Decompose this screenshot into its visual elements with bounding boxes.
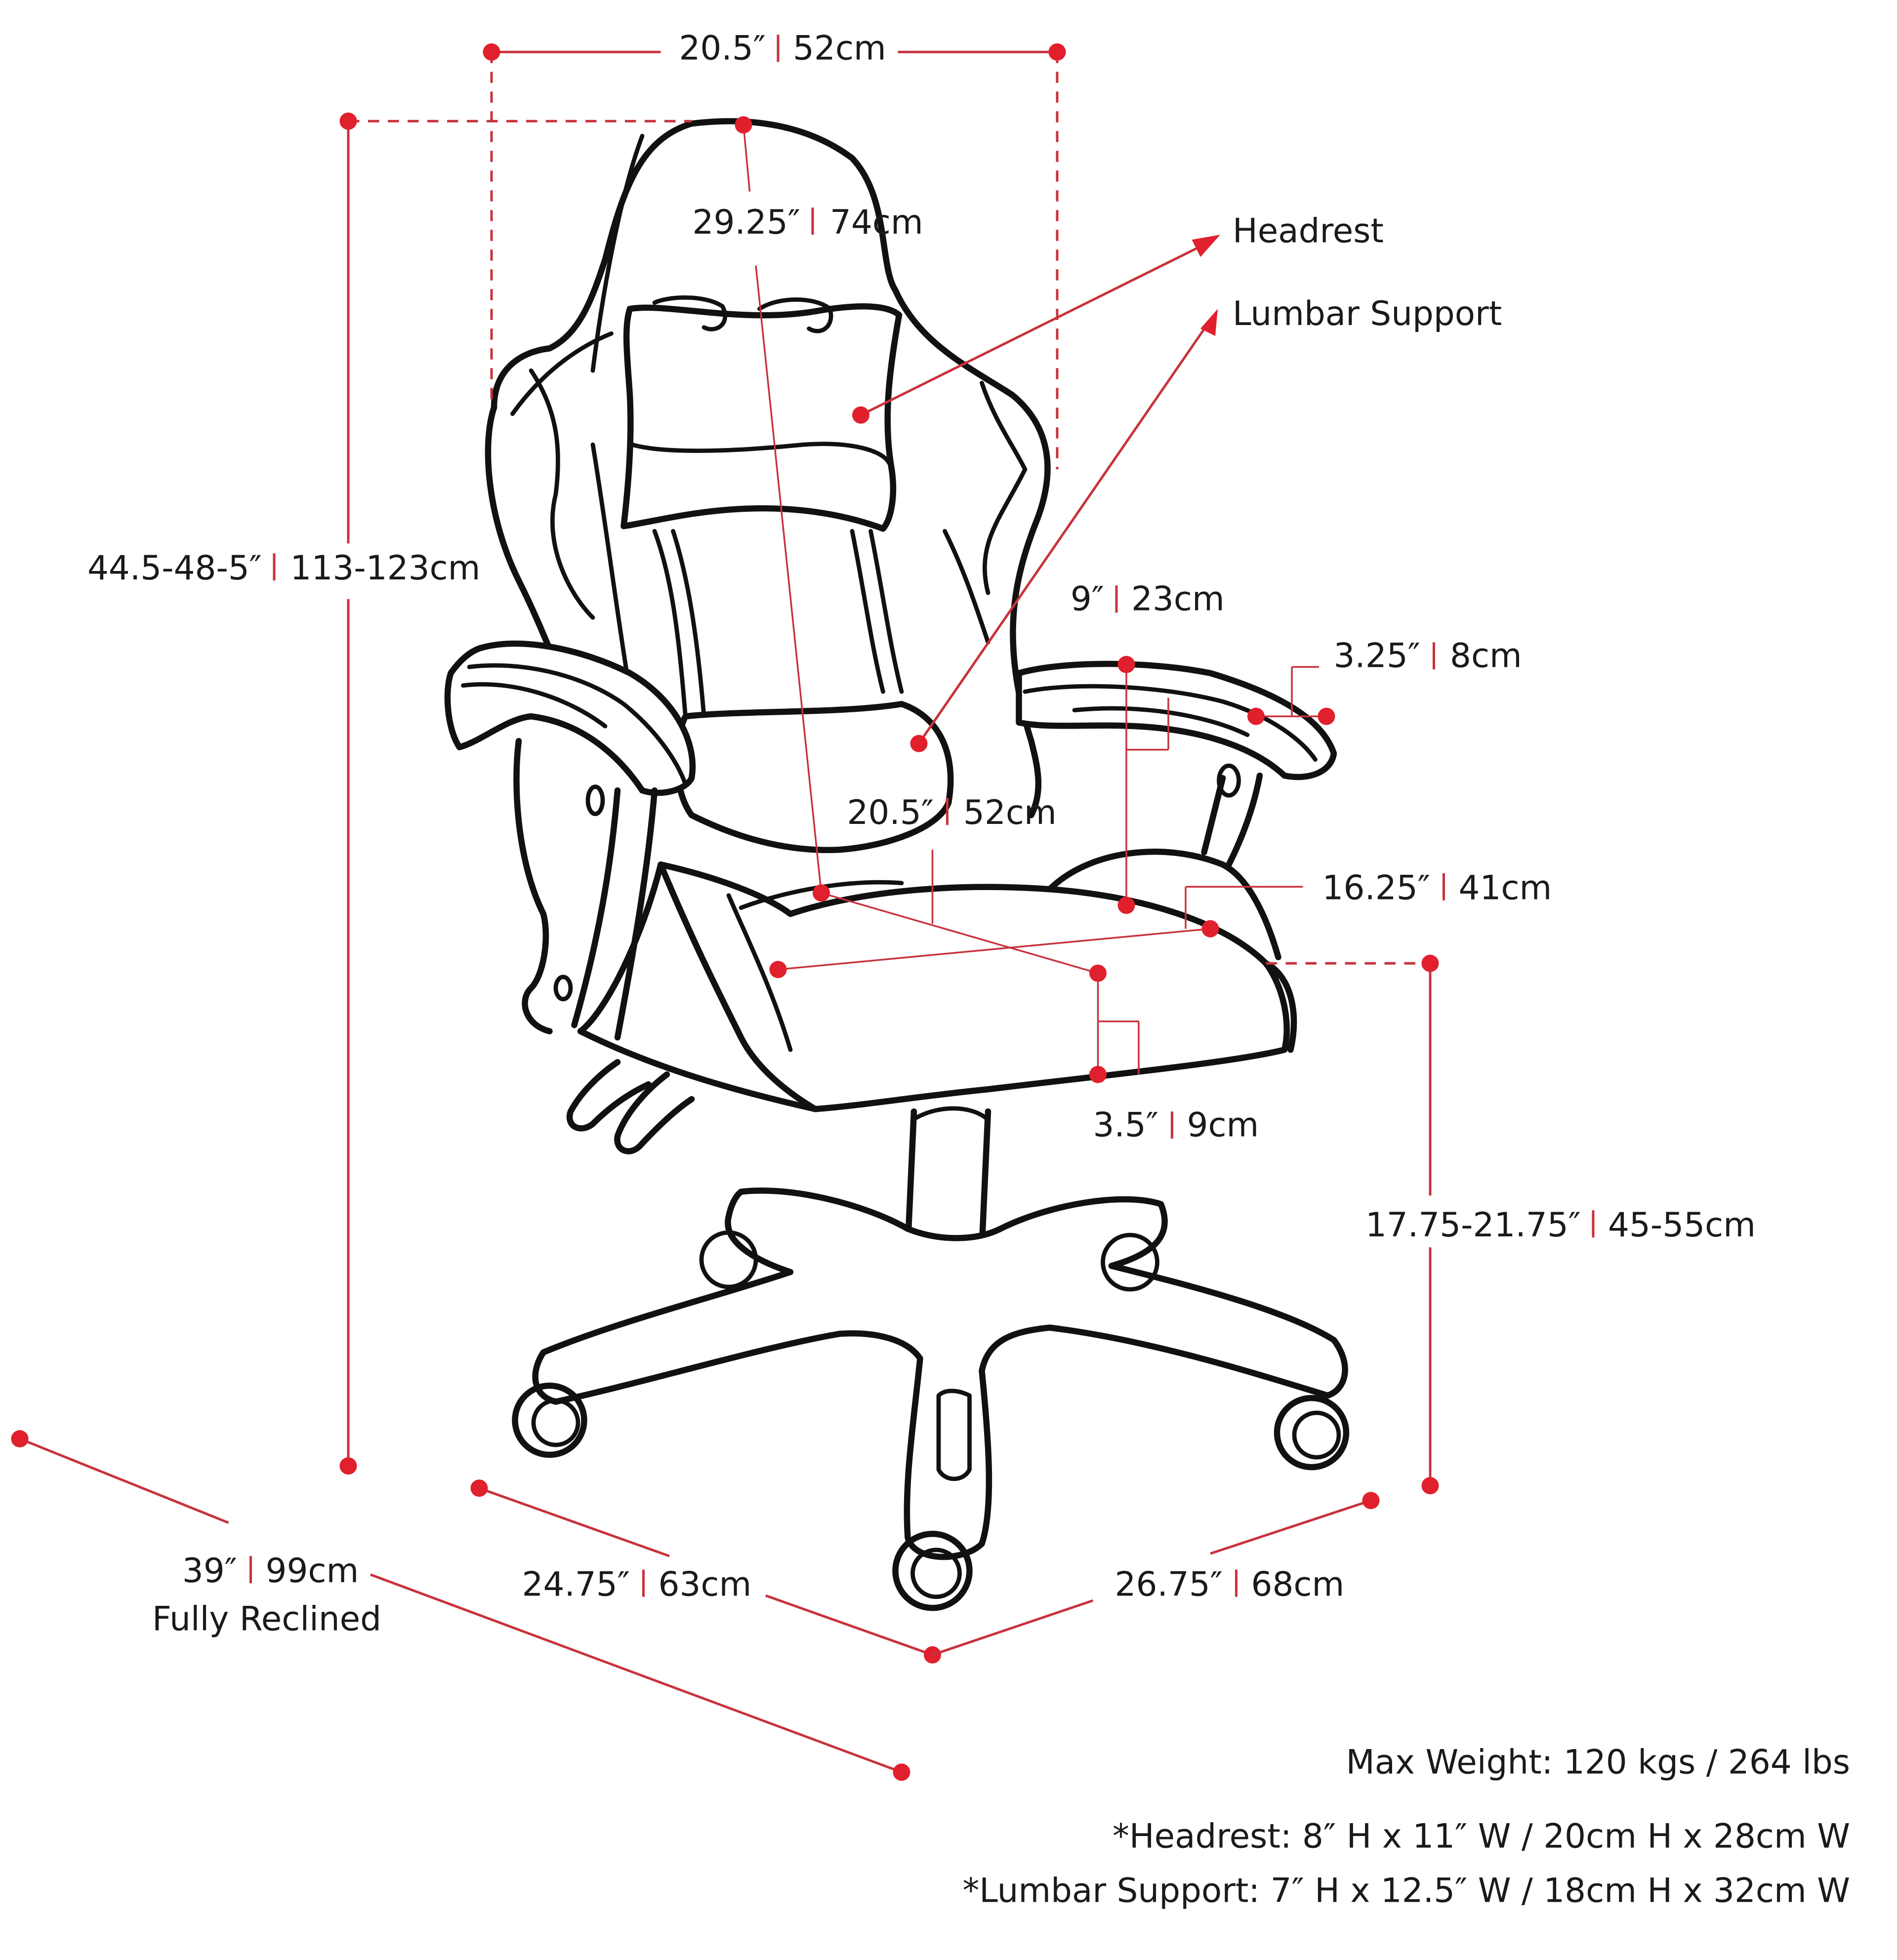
overall-height-imperial: 44.5-48-5″: [87, 548, 262, 587]
chair-illustration: [444, 118, 1350, 1611]
dimension-backrest-height: 29.25″ 74cm: [348, 116, 923, 893]
dimension-seat-height: 17.75-21.75″ 45-55cm: [1266, 954, 1756, 1495]
lumbar-label: Lumbar Support: [1233, 294, 1502, 333]
reclined-length-imperial: 39″: [182, 1551, 237, 1590]
base-depth-imperial: 24.75″: [522, 1564, 630, 1603]
seat-width-imperial: 20.5″: [847, 793, 934, 832]
overall-width-metric: 52cm: [793, 28, 886, 67]
gas-cylinder: [905, 1108, 991, 1251]
dimension-reclined-length: 39″ 99cm Fully Reclined: [11, 1430, 910, 1781]
caster-right: [1274, 1395, 1350, 1470]
backrest-outline: [491, 118, 1051, 818]
callout-lumbar: Lumbar Support: [910, 294, 1502, 752]
left-armrest: [444, 640, 696, 796]
base-width-imperial: 26.75″: [1115, 1564, 1223, 1603]
headrest-label: Headrest: [1233, 211, 1384, 250]
specs-block: Max Weight: 120 kgs / 264 lbs *Headrest:…: [962, 1742, 1850, 1910]
backrest-height-metric: 74cm: [830, 203, 923, 242]
dimension-armrest-width: 3.25″ 8cm: [1247, 636, 1522, 725]
seat-height-metric: 45-55cm: [1608, 1205, 1756, 1244]
seat-thickness-metric: 9cm: [1187, 1105, 1259, 1144]
star-base: [532, 1187, 1348, 1560]
caster-back-right: [1101, 1232, 1159, 1292]
seat-cushion: [658, 861, 1290, 1112]
lumbar-size: *Lumbar Support: 7″ H x 12.5″ W / 18cm H…: [962, 1871, 1850, 1910]
base-width-metric: 68cm: [1251, 1564, 1345, 1603]
headrest-pillow: [620, 303, 903, 532]
armrest-length-imperial: 9″: [1071, 579, 1104, 618]
caster-back-left: [699, 1230, 758, 1289]
caster-front: [892, 1531, 973, 1611]
caster-left: [512, 1383, 587, 1458]
dimension-base-depth: 24.75″ 63cm: [470, 1479, 941, 1664]
overall-width-imperial: 20.5″: [679, 28, 766, 67]
seat-thickness-imperial: 3.5″: [1093, 1105, 1158, 1144]
seat-depth-imperial: 16.25″: [1322, 868, 1430, 907]
dimension-base-width: 26.75″ 68cm: [932, 1492, 1380, 1656]
dimension-seat-depth: 16.25″ 41cm: [769, 868, 1552, 979]
armrest-width-imperial: 3.25″: [1333, 636, 1420, 675]
dimension-armrest-length: 9″ 23cm: [1071, 579, 1225, 914]
reclined-note: Fully Reclined: [152, 1599, 381, 1638]
seat-height-imperial: 17.75-21.75″: [1365, 1205, 1581, 1244]
armrest-width-metric: 8cm: [1450, 636, 1522, 675]
seat-width-metric: 52cm: [963, 793, 1057, 832]
max-weight: Max Weight: 120 kgs / 264 lbs: [1346, 1742, 1850, 1781]
dimension-overall-height: 44.5-48-5″ 113-123cm: [87, 112, 481, 1475]
armrest-length-metric: 23cm: [1131, 579, 1225, 618]
seat-depth-metric: 41cm: [1459, 868, 1552, 907]
backrest-height-imperial: 29.25″: [693, 203, 800, 242]
dimension-overall-width: 20.5″ 52cm: [483, 28, 1066, 470]
dimension-seat-width: 20.5″ 52cm: [813, 793, 1107, 982]
right-armrest: [1016, 660, 1337, 780]
lumbar-pillow: [673, 701, 954, 854]
headrest-size: *Headrest: 8″ H x 11″ W / 20cm H x 28cm …: [1113, 1816, 1850, 1855]
base-depth-metric: 63cm: [659, 1564, 752, 1603]
callout-headrest: Headrest: [852, 211, 1384, 424]
overall-height-metric: 113-123cm: [290, 548, 481, 587]
dimension-seat-thickness: 3.5″ 9cm: [1089, 973, 1259, 1144]
reclined-length-metric: 99cm: [266, 1551, 359, 1590]
